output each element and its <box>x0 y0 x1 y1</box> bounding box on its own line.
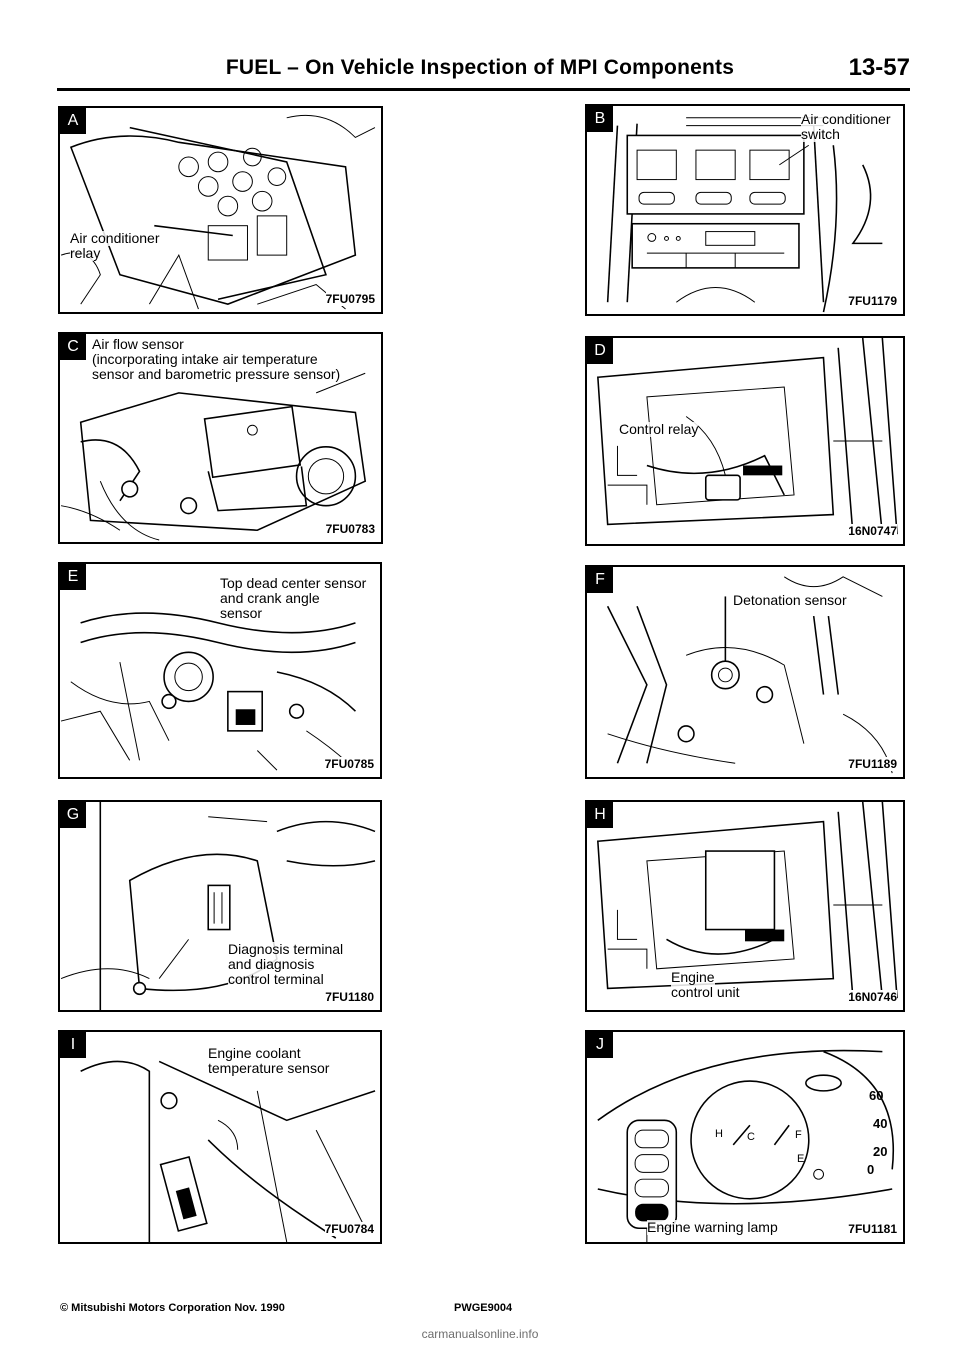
callout-label: Engine coolant <box>208 1045 301 1061</box>
gauge-mark-e: E <box>797 1153 805 1165</box>
figure-code: 7FU1181 <box>848 1222 897 1236</box>
copyright: © Mitsubishi Motors Corporation Nov. 199… <box>60 1302 285 1314</box>
gauge-mark-c: C <box>747 1131 755 1143</box>
panel-letter: J <box>587 1032 613 1058</box>
callout-label: sensor and barometric pressure sensor) <box>92 366 341 382</box>
panel-letter: B <box>587 106 613 132</box>
callout-label: Engine <box>671 969 715 985</box>
figure-code: 16N0747 <box>848 524 897 538</box>
callout-label: Control relay <box>619 421 699 437</box>
callout-label: switch <box>801 126 840 142</box>
control-relay-illustration <box>597 338 898 535</box>
dashboard-illustration <box>606 117 883 313</box>
callout-label: temperature sensor <box>208 1060 330 1076</box>
air-flow-sensor-illustration <box>60 372 367 541</box>
panel-h: H Engine control unit 16N0746 <box>585 800 905 1012</box>
diagnosis-terminal-illustration <box>60 802 376 1010</box>
panel-d: D Control relay 16N0747 <box>585 336 905 546</box>
figure-code: 7FU0784 <box>324 1222 374 1236</box>
panel-letter: F <box>587 567 613 593</box>
callout-label: and diagnosis <box>228 956 315 972</box>
figure-code: 7FU0783 <box>325 522 375 536</box>
gauge-mark-h: H <box>715 1128 723 1140</box>
panel-b: B Air conditioner switch 7FU1179 <box>585 104 905 316</box>
figure-code: 7FU1189 <box>848 757 897 771</box>
watermark: carmanualsonline.info <box>421 1327 539 1341</box>
figure-code: 7FU0795 <box>325 292 375 306</box>
callout-label: Air flow sensor <box>92 336 184 352</box>
page-title: FUEL – On Vehicle Inspection of MPI Comp… <box>225 56 735 79</box>
figure-code: 7FU0785 <box>324 757 374 771</box>
instrument-cluster-illustration <box>597 1049 894 1242</box>
callout-label: Engine warning lamp <box>647 1219 778 1235</box>
engine-control-unit-illustration <box>596 802 898 999</box>
panel-e: E Top dead center sensor and crank angle… <box>58 562 382 779</box>
panel-a: A Air conditioner relay 7FU0795 <box>58 106 383 314</box>
doc-code: PWGE9004 <box>454 1302 513 1314</box>
speed-mark-0: 0 <box>867 1162 875 1177</box>
header-rule <box>57 88 910 91</box>
figure-code: 16N0746 <box>848 990 897 1004</box>
page-number: 13-57 <box>848 54 910 81</box>
panel-c: C Air flow sensor (incorporating intake … <box>58 332 383 544</box>
panel-f: F Detonation sensor 7FU1189 <box>585 565 905 779</box>
callout-label: (incorporating intake air temperature <box>92 351 318 367</box>
callout-label: control unit <box>671 984 740 1000</box>
speed-mark-20: 20 <box>873 1144 888 1159</box>
callout-label: sensor <box>220 605 263 621</box>
callout-label: and crank angle <box>220 590 320 606</box>
callout-label: Top dead center sensor <box>220 575 367 591</box>
panel-j: J H C F E 60 40 20 0 Engine warning lamp… <box>585 1030 905 1244</box>
figure-code: 7FU1180 <box>325 990 374 1004</box>
speed-mark-60: 60 <box>869 1088 884 1103</box>
panel-letter: C <box>60 334 86 360</box>
panel-letter: H <box>587 802 613 828</box>
panel-letter: G <box>60 802 86 828</box>
panel-letter: I <box>60 1032 86 1058</box>
panel-letter: A <box>60 108 86 134</box>
callout-label: Detonation sensor <box>733 592 847 608</box>
panel-g: G Diagnosis terminal and diagnosis contr… <box>58 800 382 1012</box>
crank-angle-sensor-illustration <box>60 612 357 771</box>
speed-mark-40: 40 <box>873 1116 888 1131</box>
panel-i: I Engine coolant temperature sensor 7FU0… <box>58 1030 382 1244</box>
callout-label: Air conditioner <box>70 230 160 246</box>
relay-box-illustration <box>60 114 376 310</box>
coolant-sensor-illustration <box>80 1060 376 1242</box>
callout-label: control terminal <box>228 971 324 987</box>
callout-label: Diagnosis terminal <box>228 941 344 957</box>
panel-letter: E <box>60 564 86 590</box>
gauge-mark-f: F <box>795 1129 802 1141</box>
callout-label: relay <box>70 245 101 261</box>
figure-code: 7FU1179 <box>848 294 897 308</box>
callout-label: Air conditioner <box>801 111 891 127</box>
panel-letter: D <box>587 338 613 364</box>
detonation-sensor-illustration <box>606 576 893 774</box>
